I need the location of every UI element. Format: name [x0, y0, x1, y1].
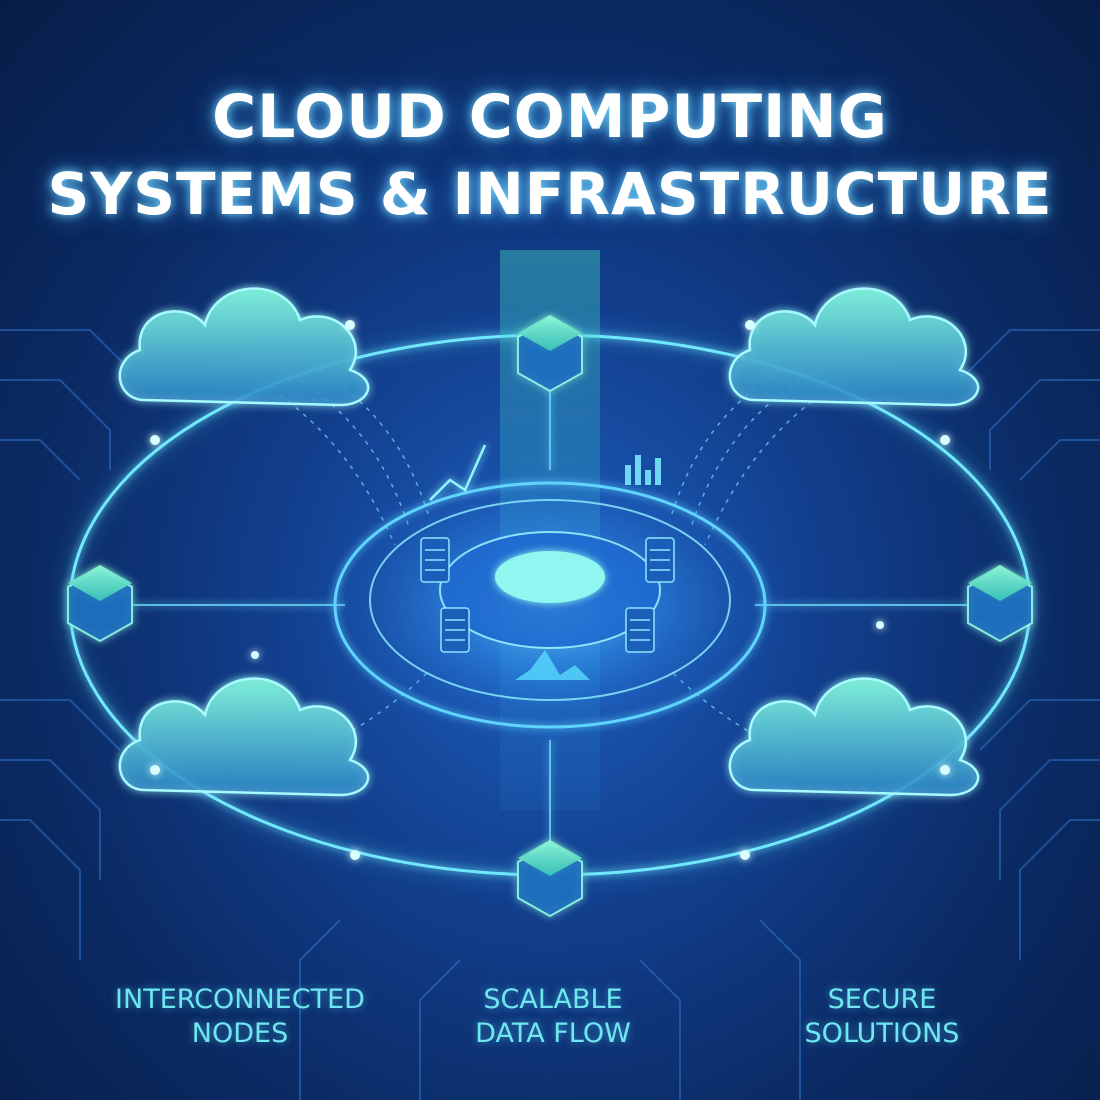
chart-icon [625, 455, 661, 485]
cloud-icon [728, 287, 980, 407]
hub-ring-middle [369, 499, 731, 701]
caption-line: SCALABLE [483, 984, 623, 1015]
cloud-icon [118, 677, 370, 797]
server-icon [440, 607, 470, 653]
caption-interconnected-nodes: INTERCONNECTED NODES [80, 983, 400, 1051]
hub-ring-outer [333, 481, 767, 729]
caption-scalable-data-flow: SCALABLE DATA FLOW [393, 983, 713, 1051]
cloud-icon [118, 287, 370, 407]
caption-line: SECURE [827, 984, 937, 1015]
circuit-traces [0, 329, 1100, 1100]
page-subtitle: SYSTEMS & INFRASTRUCTURE [47, 160, 1053, 228]
page-title: CLOUD COMPUTING [212, 82, 888, 152]
cloud-icon [728, 677, 980, 797]
chart-icon [429, 444, 487, 501]
chart-icon [515, 650, 590, 680]
hexagon-node-icon [517, 839, 583, 917]
ring-dots [150, 320, 950, 860]
caption-line: DATA FLOW [475, 1018, 631, 1049]
caption-secure-solutions: SECURE SOLUTIONS [722, 983, 1042, 1051]
server-icon [625, 607, 655, 653]
server-icon [645, 537, 675, 583]
hub-core [495, 551, 605, 603]
caption-line: NODES [191, 1018, 289, 1049]
caption-line: SOLUTIONS [804, 1018, 960, 1049]
caption-line: INTERCONNECTED [115, 984, 365, 1015]
server-icon [420, 537, 450, 583]
